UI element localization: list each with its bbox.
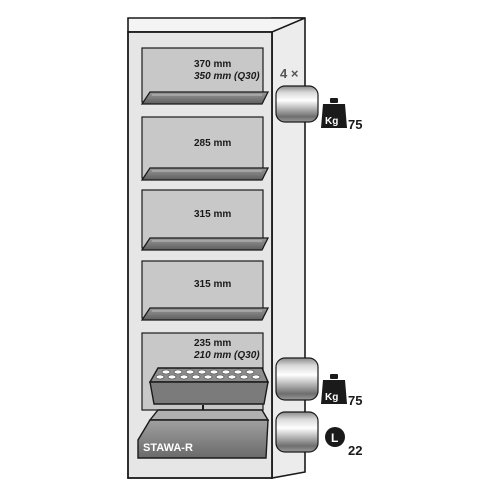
- compartment-1-alt-label: 350 mm (Q30): [194, 71, 260, 82]
- liter-icon-label: L: [331, 431, 338, 445]
- spec-panel: 4 × Kg 75 Kg 75 L 22: [275, 66, 362, 458]
- cabinet-top-edge: [127, 17, 306, 33]
- perforation-hole: [215, 374, 225, 380]
- perforation-holes: [155, 369, 261, 380]
- compartment-5-height-label: 235 mm: [194, 338, 231, 349]
- shelf-3: [140, 237, 270, 251]
- perforation-hole: [197, 369, 207, 375]
- sump-body: [137, 419, 269, 459]
- perforated-insert-front: [149, 381, 269, 405]
- weight-icon-label: Kg: [325, 116, 338, 127]
- insert-cylinder-icon: [275, 357, 319, 401]
- compartment-4-height-label: 315 mm: [194, 279, 231, 290]
- perforation-hole: [239, 374, 249, 380]
- sump-cylinder-icon: [275, 411, 319, 453]
- perforation-hole: [251, 374, 261, 380]
- perforation-hole: [191, 374, 201, 380]
- perforation-hole: [173, 369, 183, 375]
- perforation-hole: [221, 369, 231, 375]
- perforation-hole: [185, 369, 195, 375]
- perforation-hole: [167, 374, 177, 380]
- compartment-2-height-label: 285 mm: [194, 138, 231, 149]
- weight-icon: Kg: [321, 98, 347, 128]
- weight-icon-bottom: Kg: [321, 374, 347, 404]
- insert-load-value: 75: [348, 393, 362, 408]
- perforation-hole: [161, 369, 171, 375]
- perforation-hole: [155, 374, 165, 380]
- sump-volume-value: 22: [348, 443, 362, 458]
- shelf-1: [140, 91, 270, 105]
- compartment-1-height-label: 370 mm: [194, 59, 231, 70]
- compartment-5-alt-label: 210 mm (Q30): [193, 350, 260, 361]
- compartment-labels: 370 mm 350 mm (Q30) 285 mm 315 mm 315 mm…: [193, 59, 260, 361]
- shelf-count-label: 4 ×: [280, 66, 299, 81]
- sump-rim: [148, 409, 270, 421]
- perforated-insert: [148, 367, 270, 405]
- weight-icon-bottom-label: Kg: [325, 392, 338, 403]
- shelf-2: [140, 167, 270, 181]
- shelf-4: [140, 307, 270, 321]
- shelf-load-value: 75: [348, 117, 362, 132]
- shelf-cylinder-icon: [275, 85, 319, 123]
- perforation-hole: [203, 374, 213, 380]
- perforation-hole: [179, 374, 189, 380]
- perforation-hole: [245, 369, 255, 375]
- perforation-hole: [209, 369, 219, 375]
- liter-icon: L: [325, 427, 345, 447]
- shelf-group: [140, 91, 270, 321]
- bottom-sump: STAWA-R: [137, 409, 270, 459]
- compartment-3-height-label: 315 mm: [194, 209, 231, 220]
- sump-model-label: STAWA-R: [143, 442, 193, 454]
- perforation-hole: [227, 374, 237, 380]
- perforation-hole: [233, 369, 243, 375]
